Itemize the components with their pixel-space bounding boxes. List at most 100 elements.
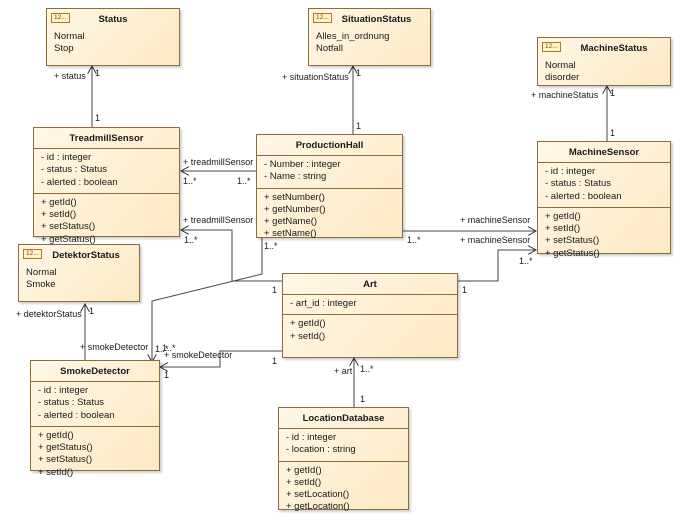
assoc-art-treadmill [181, 230, 282, 282]
class-status[interactable]: 12... Status Normal Stop [46, 8, 180, 66]
assoc-art-machine [458, 250, 536, 282]
role-label: + situationStatus [282, 72, 349, 82]
attributes: - art_id : integer [283, 294, 457, 314]
enum-value: Stop [54, 43, 74, 55]
enum-values: Normal Smoke [19, 265, 139, 296]
attributes: - id : integer - status : Status - alert… [34, 148, 179, 193]
class-production-hall[interactable]: ProductionHall - Number : integer - Name… [256, 134, 403, 239]
operation: + setNumber() [264, 191, 325, 203]
operation: + setLocation() [286, 489, 350, 501]
class-name: TreadmillSensor [69, 133, 144, 144]
operation: + getStatus() [545, 247, 600, 259]
operation: + setStatus() [38, 454, 93, 466]
operations: + getId() + setId() + setStatus() + getS… [34, 192, 179, 250]
operation: + getId() [41, 196, 77, 208]
enum-value: Smoke [26, 279, 56, 291]
operation: + getId() [38, 429, 74, 441]
class-machine-sensor[interactable]: MachineSensor - id : integer - status : … [537, 141, 671, 259]
role-label: + smokeDetector [164, 350, 233, 360]
multiplicity-label: 1..* [162, 343, 176, 353]
operations: + getId() + setId() + setStatus() + getS… [538, 206, 670, 264]
role-label: + machineSensor [460, 215, 531, 225]
multiplicity-label: 1..* [360, 364, 374, 374]
role-label: + treadmillSensor [183, 157, 254, 167]
enumeration-badge: 12... [23, 249, 42, 259]
multiplicity-label: 1 [610, 128, 616, 138]
assoc-hall-smoke [152, 238, 263, 362]
enumeration-badge: 12... [51, 13, 70, 23]
assoc-art-smoke [160, 350, 282, 367]
enum-value: Normal [26, 267, 57, 278]
enum-value: Notfall [316, 43, 343, 55]
class-name: Status [98, 14, 128, 25]
operations: + getId() + setId() [283, 314, 457, 347]
attribute: - id : integer [545, 166, 596, 177]
multiplicity-label: 1..* [183, 176, 197, 186]
operation: + getStatus() [41, 233, 96, 245]
operation: + setId() [286, 476, 322, 488]
multiplicity-label: 1 [89, 306, 95, 316]
multiplicity-label: 1 [610, 88, 616, 98]
multiplicity-label: 1..* [155, 344, 169, 354]
multiplicity-label: 1 [356, 121, 362, 131]
attribute: - Name : string [264, 171, 327, 183]
operations: + setNumber() + getNumber() + getName() … [257, 187, 402, 245]
class-machine-status[interactable]: 12...MachineStatus Normal disorder [537, 37, 671, 86]
operations: + getId() + setId() + setLocation() + ge… [279, 460, 408, 518]
attributes: - id : integer - location : string [279, 428, 408, 461]
attribute: - alerted : boolean [545, 190, 622, 202]
class-treadmill-sensor[interactable]: TreadmillSensor - id : integer - status … [33, 127, 180, 245]
operation: + setStatus() [41, 221, 96, 233]
attributes: - id : integer - status : Status - alert… [538, 162, 670, 207]
role-label: + treadmillSensor [183, 215, 254, 225]
attribute: - id : integer [38, 385, 89, 396]
attribute: - status : Status [41, 164, 107, 176]
role-label: + machineStatus [531, 90, 599, 100]
class-art[interactable]: Art - art_id : integer + getId() + setId… [282, 273, 458, 358]
role-label: + machineSensor [460, 235, 531, 245]
class-name: ProductionHall [295, 140, 364, 151]
class-name: Art [363, 279, 377, 290]
multiplicity-label: 1 [462, 285, 468, 295]
operation: + getLocation() [286, 501, 350, 513]
operation: + getId() [545, 210, 581, 222]
enum-value: Normal [54, 31, 85, 42]
attributes: - id : integer - status : Status - alert… [31, 381, 159, 426]
operation: + getId() [290, 318, 326, 330]
operation: + setName() [264, 228, 317, 240]
multiplicity-label: 1..* [184, 235, 198, 245]
class-name: DetektorStatus [52, 250, 120, 261]
operation: + setStatus() [545, 235, 600, 247]
attribute: - location : string [286, 444, 356, 456]
multiplicity-label: 1 [360, 394, 366, 404]
operation: + getStatus() [38, 442, 93, 454]
enum-value: disorder [545, 72, 580, 84]
attribute: - id : integer [286, 432, 337, 443]
class-name: SmokeDetector [60, 366, 130, 377]
multiplicity-label: 1 [272, 356, 278, 366]
operation: + getNumber() [264, 203, 326, 215]
class-smoke-detector[interactable]: SmokeDetector - id : integer - status : … [30, 360, 160, 478]
attribute: - status : Status [545, 178, 611, 190]
operation: + setId() [290, 330, 326, 342]
class-location-database[interactable]: LocationDatabase - id : integer - locati… [278, 407, 409, 512]
enum-value: Normal [545, 60, 576, 71]
multiplicity-label: 1 [95, 113, 101, 123]
class-detektor-status[interactable]: 12... DetektorStatus Normal Smoke [18, 244, 140, 302]
attribute: - id : integer [41, 152, 92, 163]
class-situation-status[interactable]: 12...SituationStatus Alles_in_ordnung No… [308, 8, 431, 66]
operations: + getId() + getStatus() + setStatus() + … [31, 425, 159, 483]
multiplicity-label: 1..* [237, 176, 251, 186]
enum-values: Normal Stop [47, 29, 179, 60]
role-label: + status [54, 71, 86, 81]
enum-value: Alles_in_ordnung [316, 31, 390, 42]
operation: + setId() [38, 466, 74, 478]
role-label: + smokeDetector [80, 342, 149, 352]
attribute: - Number : integer [264, 159, 341, 170]
class-name: MachineSensor [568, 147, 640, 158]
role-label: + art [334, 366, 353, 376]
multiplicity-label: 1 [272, 285, 278, 295]
multiplicity-label: 1 [356, 68, 362, 78]
multiplicity-label: 1..* [264, 241, 278, 251]
